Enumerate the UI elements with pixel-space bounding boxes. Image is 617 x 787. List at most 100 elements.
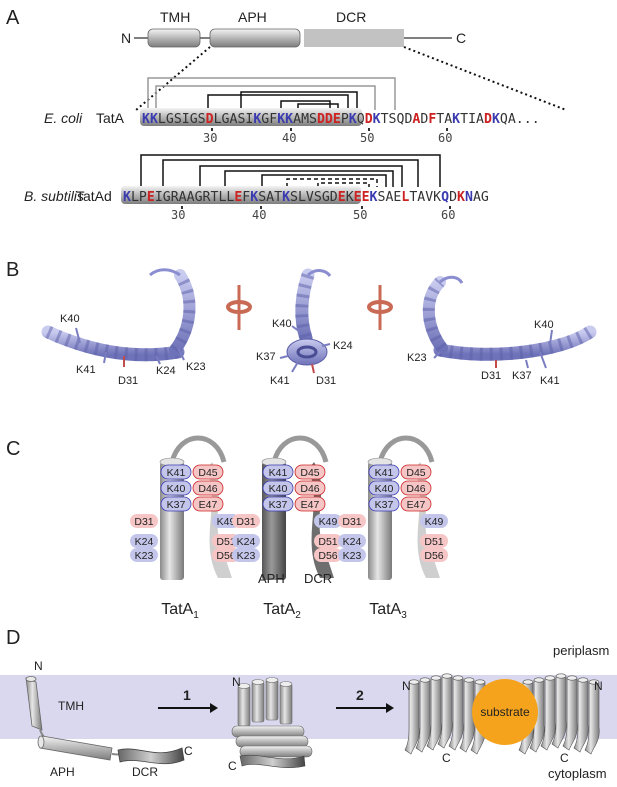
ecoli-tick-30: 30 [203,131,217,145]
bsub-protein: TatAd [76,188,112,204]
svg-text:K24: K24 [135,536,154,548]
svg-text:D31: D31 [342,516,361,528]
svg-text:D51: D51 [424,536,443,548]
svg-text:TatA1: TatA1 [161,601,199,621]
periplasm-label: periplasm [553,643,609,658]
bsub-sequence: KLPEIGRAAGRTLLEFKSATKSLVSGDEKEEKSAELTAVK… [123,190,489,205]
svg-text:D45: D45 [406,467,425,479]
cytoplasm-label: cytoplasm [548,766,607,781]
n-terminus: N [121,30,131,46]
svg-text:D45: D45 [198,467,217,479]
svg-text:K41: K41 [167,467,186,479]
svg-text:K40: K40 [375,483,394,495]
svg-text:K37: K37 [375,499,394,511]
mid-label-k40: K40 [272,318,292,330]
svg-text:K49: K49 [319,516,338,528]
substrate-label: substrate [480,705,530,719]
tmh-label: TMH [160,9,190,25]
svg-text:K40: K40 [167,483,186,495]
dcr-domain [304,29,404,47]
monomer-model [25,676,185,765]
panel-label-c: C [6,438,20,460]
right-label-k41: K41 [540,375,560,387]
left-label-d31: D31 [118,375,138,387]
structure-middle [279,268,332,374]
monomer-c: C [184,744,193,758]
svg-text:K40: K40 [269,483,288,495]
svg-text:K23: K23 [135,550,154,562]
pore-c-right: C [560,751,569,765]
svg-text:E47: E47 [301,499,320,511]
svg-text:D45: D45 [300,467,319,479]
right-label-d31: D31 [481,370,501,382]
svg-text:D56: D56 [318,550,337,562]
svg-text:K23: K23 [237,550,256,562]
left-label-k41: K41 [76,364,96,376]
svg-text:D46: D46 [300,483,319,495]
tmh-domain [147,28,201,48]
svg-text:D31: D31 [134,516,153,528]
panel-label-a: A [6,7,20,29]
svg-text:TatA2: TatA2 [263,601,301,621]
c-terminus: C [456,30,466,46]
svg-text:K41: K41 [375,467,394,479]
mid-label-k24: K24 [333,340,353,352]
pore-n-right: N [594,679,603,693]
mid-label-d31: D31 [316,375,336,387]
ecoli-species: E. coli [44,110,83,126]
svg-text:K49: K49 [425,516,444,528]
svg-text:D31: D31 [236,516,255,528]
svg-text:E47: E47 [199,499,218,511]
ecoli-tick-50: 50 [360,131,374,145]
right-label-k40: K40 [534,319,554,331]
bsub-aph-highlight [121,186,361,204]
svg-text:D51: D51 [216,536,235,548]
bsub-species: B. subtilis [24,188,84,204]
aph-caption: APH [258,571,285,586]
oligomer-c: C [228,759,237,773]
ecoli-protein: TatA [96,110,125,126]
svg-text:D46: D46 [198,483,217,495]
ecoli-ticks [211,128,448,131]
ecoli-aph-highlight [140,108,362,126]
bsub-tick-50: 50 [353,208,367,222]
svg-text:D56: D56 [424,550,443,562]
bsub-tick-30: 30 [171,208,185,222]
structure-right [422,275,597,369]
rotation-arrow-right-icon [367,285,393,330]
panel-label-b: B [6,259,19,281]
bsub-tick-60: 60 [441,208,455,222]
rotation-arrow-left-icon [226,285,252,330]
ecoli-tick-40: 40 [282,131,296,145]
oligomer-n: N [232,675,241,689]
ecoli-salt-bridges [147,77,396,110]
ecoli-sequence: KKLGSIGSDLGASIKGFKKAMSDDEPKQDKTSQDADFTAK… [142,112,540,127]
svg-text:K37: K37 [167,499,186,511]
svg-text:TatA3: TatA3 [369,601,407,621]
step1-label: 1 [183,687,191,703]
bsub-tick-40: 40 [252,208,266,222]
left-label-k40: K40 [60,313,80,325]
monomer-tmh: TMH [58,699,84,713]
mid-label-k41: K41 [270,375,290,387]
svg-text:D56: D56 [216,550,235,562]
right-label-k37: K37 [512,370,532,382]
zoom-line-right [403,46,567,111]
panel-label-d: D [6,627,20,649]
oligomer-model [231,677,313,769]
ecoli-tick-60: 60 [438,131,452,145]
bsub-salt-bridges [140,154,441,187]
svg-text:K24: K24 [237,536,256,548]
monomer-dcr: DCR [132,765,158,779]
aph-domain [209,28,301,48]
svg-text:K37: K37 [269,499,288,511]
dcr-caption: DCR [304,571,332,586]
dcr-label: DCR [336,9,366,25]
svg-text:K49: K49 [217,516,236,528]
aph-label: APH [238,9,267,25]
structure-left [41,268,196,367]
svg-text:K41: K41 [269,467,288,479]
